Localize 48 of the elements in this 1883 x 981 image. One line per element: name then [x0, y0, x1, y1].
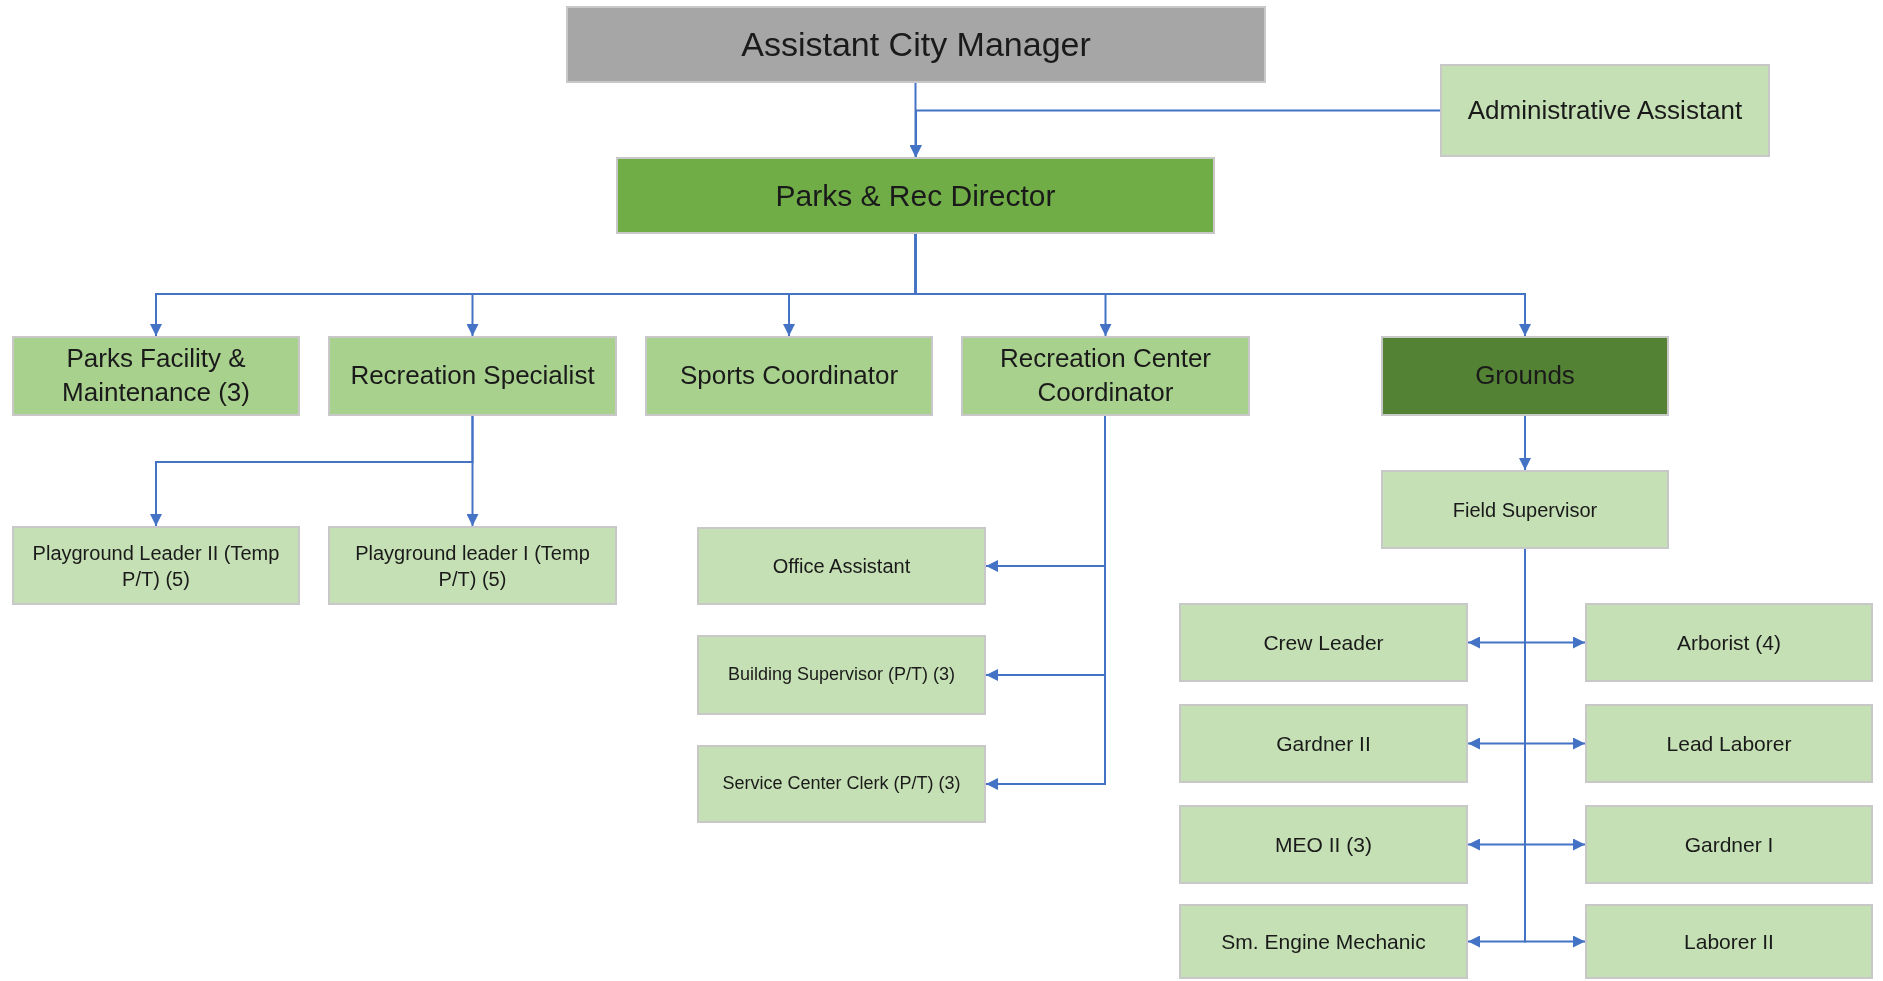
position-box [12, 526, 300, 605]
position-box [1179, 603, 1468, 682]
position-title: Grounds [1475, 359, 1575, 393]
position-box [961, 336, 1250, 416]
position-title: Recreation Specialist [350, 359, 595, 393]
position-box [1179, 704, 1468, 783]
position-title: Gardner I [1684, 831, 1774, 858]
connector-arrow [466, 415, 479, 527]
position-title: Playground leader I (Temp P/T) (5) [354, 540, 591, 592]
position-title: Gardner II [1276, 730, 1371, 757]
position-title: Crew Leader [1263, 629, 1384, 656]
position-title: Building Supervisor (P/T) (3) [727, 663, 956, 687]
position-box [645, 336, 933, 416]
connector-arrow [1519, 415, 1531, 471]
position-title: Laborer II [1684, 928, 1774, 955]
position-box [12, 336, 300, 416]
position-title: Administrative Assistant [1467, 93, 1743, 127]
position-box [566, 6, 1266, 83]
position-title: Office Assistant [772, 554, 911, 579]
position-box [697, 527, 986, 605]
position-title: Sports Coordinator [679, 359, 899, 393]
position-title: Parks Facility & Maintenance (3) [61, 342, 251, 409]
position-box [697, 635, 986, 715]
position-box [1381, 470, 1669, 549]
position-box [1440, 64, 1770, 157]
position-title: Playground Leader II (Temp P/T) (5) [31, 540, 281, 592]
position-title: Service Center Clerk (P/T) (3) [722, 772, 961, 796]
position-box [1179, 904, 1468, 979]
position-box [1585, 904, 1873, 979]
position-box [1585, 805, 1873, 884]
position-box [1179, 805, 1468, 884]
position-title: Lead Laborer [1666, 730, 1792, 757]
position-box [328, 526, 617, 605]
position-box [1381, 336, 1669, 416]
position-title: Parks & Rec Director [775, 178, 1056, 214]
connector-arrow [910, 109, 1441, 158]
position-title: Recreation Center Coordinator [999, 342, 1212, 409]
position-title: MEO II (3) [1275, 831, 1372, 858]
connector-arrow [914, 233, 1531, 337]
position-box [616, 157, 1215, 234]
position-title: Arborist (4) [1677, 629, 1781, 656]
position-box [1585, 704, 1873, 783]
position-title: Assistant City Manager [741, 24, 1091, 66]
position-title: Sm. Engine Mechanic [1221, 928, 1426, 955]
position-box [697, 745, 986, 823]
position-box [328, 336, 617, 416]
position-title: Field Supervisor [1452, 497, 1598, 523]
position-box [1585, 603, 1873, 682]
